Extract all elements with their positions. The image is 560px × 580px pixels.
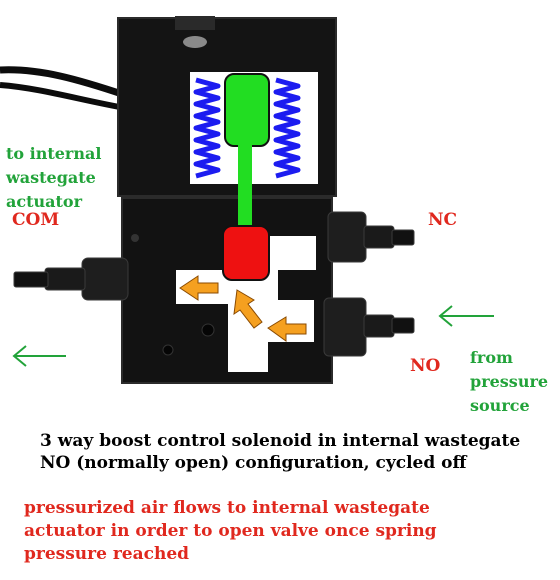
flow-arrow-in	[267, 316, 307, 342]
caption: 3 way boost control solenoid in internal…	[40, 431, 521, 473]
cable	[0, 82, 126, 111]
screw-hole	[131, 234, 139, 242]
nc-fitting	[327, 211, 367, 263]
port-hole	[201, 323, 215, 337]
nc-barb	[391, 229, 415, 246]
label-com: COM	[12, 210, 60, 230]
label-from-pressure-source: from pressure source	[470, 348, 549, 415]
label-to-internal-actuator: to internal wastegate actuator	[6, 144, 102, 211]
direction-arrows	[12, 305, 494, 367]
com-barb	[44, 267, 86, 291]
plunger-stem	[238, 144, 252, 230]
spring-left	[193, 77, 221, 179]
nc-passage	[270, 236, 316, 270]
top-cap	[175, 16, 215, 30]
com-fitting	[81, 257, 129, 301]
spring-right	[273, 77, 301, 179]
flow-arrow-up	[233, 289, 263, 329]
no-barb	[391, 317, 415, 334]
cable	[0, 66, 127, 99]
plunger	[224, 73, 270, 147]
flow-arrow-com	[179, 275, 219, 301]
label-no: NO	[410, 356, 441, 376]
label-nc: NC	[428, 210, 458, 230]
flow-arrows	[179, 275, 307, 342]
valve-poppet	[222, 225, 270, 281]
screw-head	[183, 36, 207, 48]
no-fitting	[323, 297, 367, 357]
note: pressurized air flows to internal wasteg…	[24, 498, 437, 564]
